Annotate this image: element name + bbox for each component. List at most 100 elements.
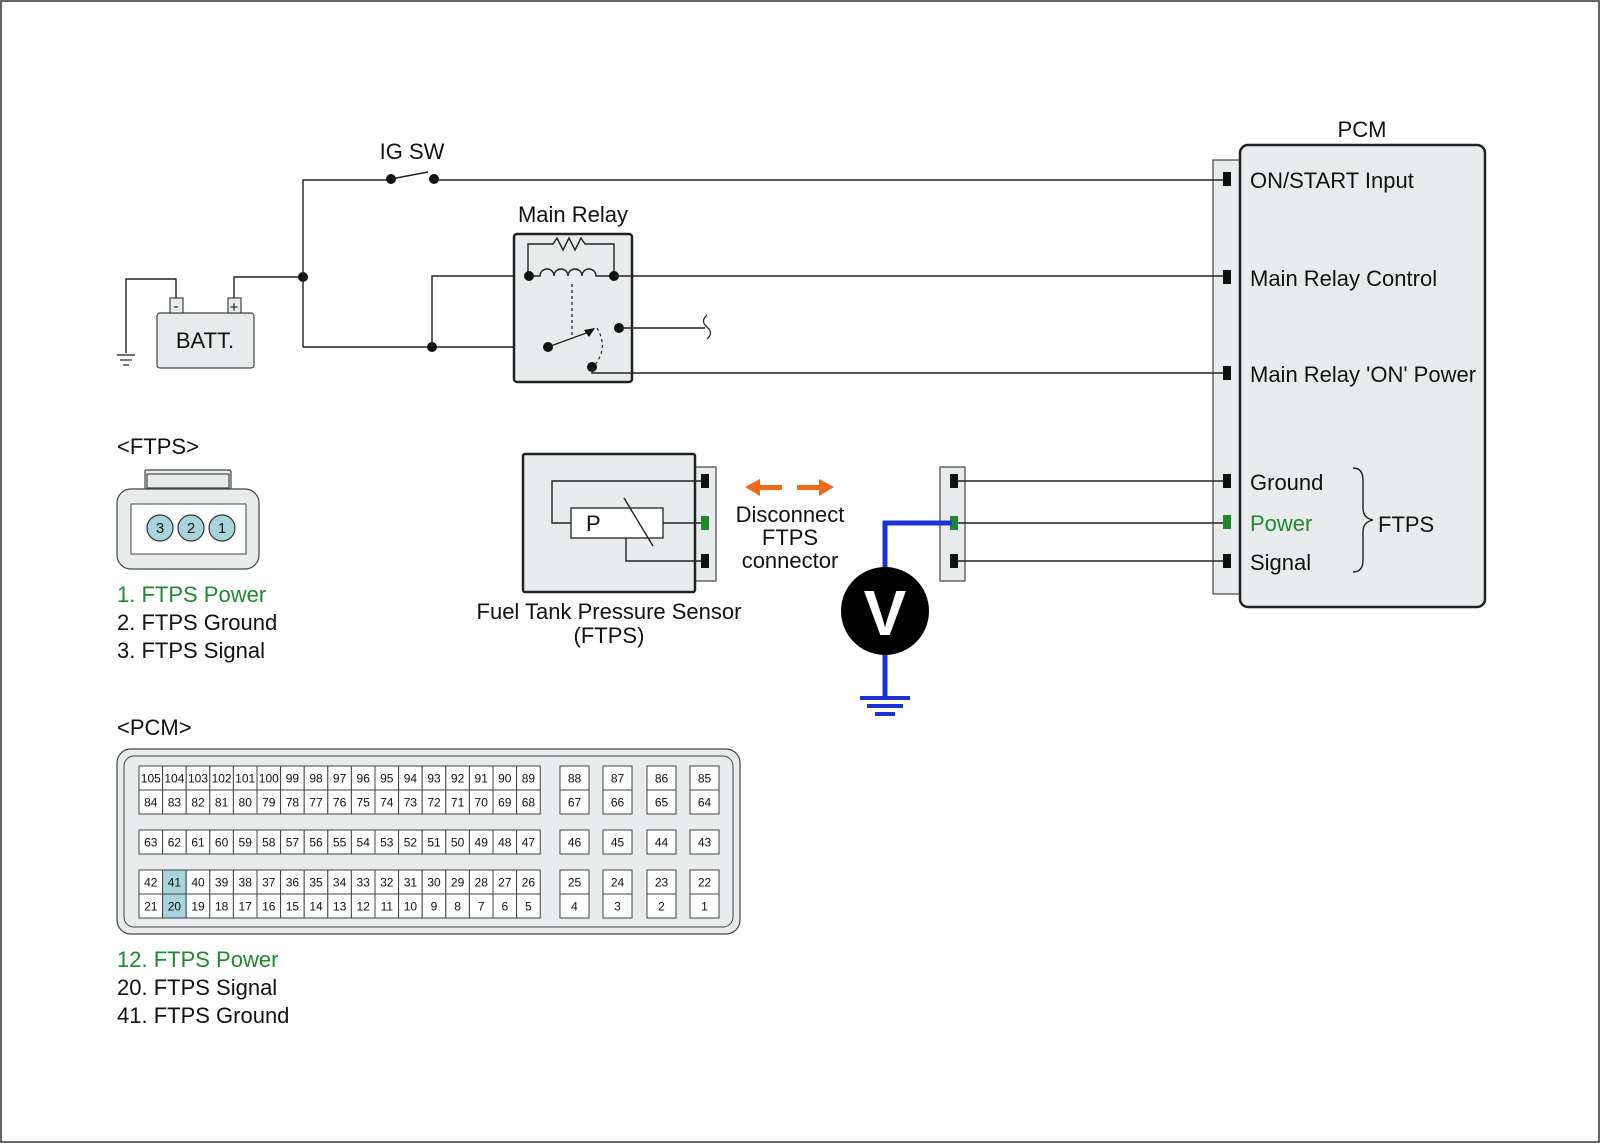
ftps-pin-2 xyxy=(177,514,205,542)
pcm-pin-5-label: 5 xyxy=(525,900,532,914)
pcm-pin-79-label: 79 xyxy=(262,796,276,810)
pcm-pin-78-label: 78 xyxy=(286,796,300,810)
pcm-pin-59-label: 59 xyxy=(239,836,253,850)
ig-sw-label: IG SW xyxy=(380,139,445,164)
pcm-pin-21-label: 21 xyxy=(144,900,158,914)
pcm-pin-71-label: 71 xyxy=(451,796,465,810)
pcm-pin-33-label: 33 xyxy=(357,876,371,890)
pcm-pin-76-label: 76 xyxy=(333,796,347,810)
pcm-pin-81-label: 81 xyxy=(215,796,229,810)
pcm-pin-14-label: 14 xyxy=(309,900,323,914)
pcm-pin-92-label: 92 xyxy=(451,772,465,786)
pcm-pin-4-label: 4 xyxy=(571,900,578,914)
pcm-pin-46-label: 46 xyxy=(568,836,582,850)
pcm-label-power: Power xyxy=(1250,511,1312,536)
pcm-pin-46 xyxy=(559,829,590,855)
battery: BATT. - + xyxy=(156,297,255,369)
pcm-pin-60-label: 60 xyxy=(215,836,229,850)
pcm-terminal-on-start xyxy=(1223,172,1231,186)
pcm-pin-85 xyxy=(689,765,720,791)
pcm-pin-85-label: 85 xyxy=(698,772,712,786)
arrow-right-icon xyxy=(797,479,834,496)
pcm-pin-66 xyxy=(602,789,633,815)
pcm-pin-94-label: 94 xyxy=(404,772,418,786)
pcm-pin-91-label: 91 xyxy=(475,772,489,786)
pcm-pin-70-label: 70 xyxy=(475,796,489,810)
sensor-terminal-ground xyxy=(701,474,709,488)
pcm-pin-97-label: 97 xyxy=(333,772,347,786)
pcm-pin-23 xyxy=(646,869,677,895)
pcm-pin-43-label: 43 xyxy=(698,836,712,850)
ftps-legend-2: 2. FTPS Ground xyxy=(117,610,277,635)
sensor-internal-signal xyxy=(625,537,701,562)
pcm-legend-2: 20. FTPS Signal xyxy=(117,975,277,1000)
pcm-pin-23-label: 23 xyxy=(655,876,669,890)
pcm-pin-17-label: 17 xyxy=(239,900,253,914)
meter-ground-icon xyxy=(860,696,910,716)
pcm-pin-42-label: 42 xyxy=(144,876,158,890)
ftps-connector-latch-inner xyxy=(146,473,230,489)
pcm-pin-28-label: 28 xyxy=(475,876,489,890)
relay-coil-feed-wire xyxy=(431,275,528,347)
sensor-terminal-power xyxy=(701,516,709,530)
ig-sw-blade xyxy=(390,171,429,180)
pcm-pin-96-label: 96 xyxy=(357,772,371,786)
disconnect-arrows-icon xyxy=(745,479,834,496)
ftps-pin-1 xyxy=(208,514,236,542)
pcm-pin-11-label: 11 xyxy=(381,900,394,914)
sensor-internal-ground xyxy=(551,480,701,524)
pcm-pin-6-label: 6 xyxy=(501,900,508,914)
pcm-pin-41-label: 41 xyxy=(168,876,182,890)
pcm-pin-40-label: 40 xyxy=(191,876,205,890)
pcm-pin-73-label: 73 xyxy=(404,796,418,810)
pcm-pin-72-label: 72 xyxy=(427,796,441,810)
pcm-pin-36-label: 36 xyxy=(286,876,300,890)
pcm-pin-16-label: 16 xyxy=(262,900,276,914)
ftps-pin-3 xyxy=(146,514,174,542)
pcm-pin-44 xyxy=(646,829,677,855)
sensor-variable-arrow-icon xyxy=(623,497,654,547)
pcm-title: PCM xyxy=(1338,117,1387,142)
fuel-tank-pressure-sensor: P Fuel Tank Pressure Sensor (FTPS) xyxy=(477,452,741,648)
pcm-pin-101-label: 101 xyxy=(235,772,255,786)
pcm-pin-77-label: 77 xyxy=(309,796,323,810)
pcm-pin-5 xyxy=(516,893,541,919)
pcm-pin-95-label: 95 xyxy=(380,772,394,786)
ftps-legend-1: 1. FTPS Power xyxy=(117,582,266,607)
pcm-pin-13-label: 13 xyxy=(333,900,347,914)
pcm-pin-68-label: 68 xyxy=(522,796,536,810)
relay-switch-arrow-icon xyxy=(584,328,595,337)
disconnect-line-2: FTPS xyxy=(762,525,818,550)
pcm-pin-55-label: 55 xyxy=(333,836,347,850)
pcm-pin-47 xyxy=(516,829,541,855)
pcm-label-main-relay-on-power: Main Relay 'ON' Power xyxy=(1250,362,1476,387)
pcm-pin-83-label: 83 xyxy=(168,796,182,810)
pcm-pin-15-label: 15 xyxy=(286,900,300,914)
pcm-pin-87-label: 87 xyxy=(611,772,625,786)
battery-body xyxy=(156,312,255,369)
voltmeter-icon xyxy=(841,567,929,655)
pcm-terminal-main-relay-control xyxy=(1223,270,1231,284)
pcm-pin-45 xyxy=(602,829,633,855)
ftps-connector-title: <FTPS> xyxy=(117,434,199,459)
arrow-left-icon xyxy=(745,479,782,496)
relay-coil-icon xyxy=(528,268,614,277)
pcm-box xyxy=(1238,143,1487,609)
pcm-pin-75-label: 75 xyxy=(357,796,371,810)
pcm-pin-30-label: 30 xyxy=(427,876,441,890)
disconnect-line-1: Disconnect xyxy=(736,502,845,527)
pcm-pin-100-label: 100 xyxy=(259,772,279,786)
relay-resistor-icon xyxy=(527,236,615,276)
pcm-pin-10-label: 10 xyxy=(404,900,418,914)
pcm-pin-67-label: 67 xyxy=(568,796,582,810)
ig-supply-wire xyxy=(302,179,388,347)
pcm-label-ground: Ground xyxy=(1250,470,1323,495)
pcm-pin-90-label: 90 xyxy=(498,772,512,786)
pcm-pin-7-label: 7 xyxy=(478,900,485,914)
sensor-p-label: P xyxy=(586,511,601,536)
ftps-brace-label: FTPS xyxy=(1378,512,1434,537)
pcm-pin-2-label: 2 xyxy=(658,900,665,914)
